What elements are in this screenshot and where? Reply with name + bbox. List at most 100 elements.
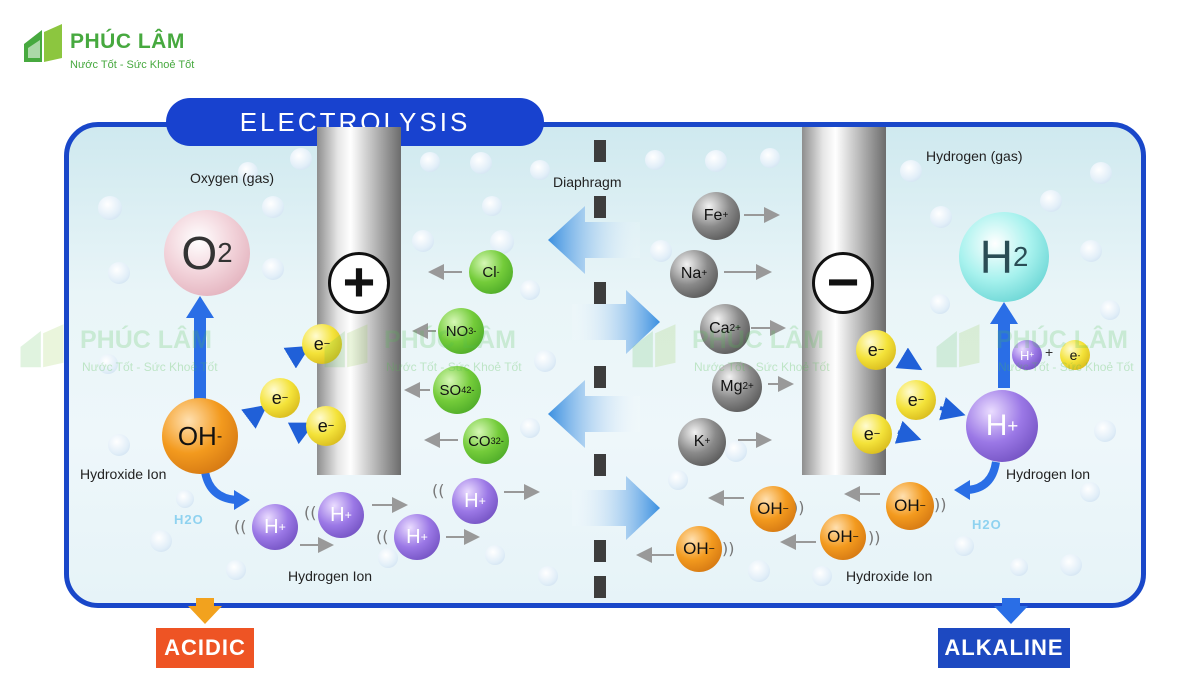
watermark: PHÚC LÂM Nước Tốt - Sức Khoẻ Tốt (318, 322, 558, 382)
diaphragm-label: Diaphragm (553, 174, 622, 190)
hplus-electron-pair: H+ + e- (1012, 338, 1096, 370)
diaphragm-segment (594, 282, 606, 304)
bubble (1100, 300, 1120, 320)
watermark-logo-icon (632, 324, 676, 368)
bubble (520, 280, 540, 300)
hydrogen-ion: H+ (252, 504, 298, 550)
bubble (108, 434, 130, 456)
alkaline-output-badge: ALKALINE (938, 628, 1070, 668)
bubble (378, 548, 398, 568)
bubble (226, 560, 246, 580)
bubble (748, 560, 770, 582)
hydrogen-ion-main: H+ (966, 390, 1038, 462)
acidic-output-badge: ACIDIC (156, 628, 254, 668)
electron: e− (856, 330, 896, 370)
big-right-arrow-2 (572, 476, 660, 540)
watermark-name: PHÚC LÂM (384, 326, 516, 354)
watermark-name: PHÚC LÂM (692, 326, 824, 354)
bubble (108, 262, 130, 284)
watermark: PHÚC LÂM Nước Tốt - Sức Khoẻ Tốt (930, 322, 1170, 382)
small-electron: e- (1060, 340, 1090, 370)
hydroxide-ion: OH− (886, 482, 934, 530)
oxygen-gas-label: Oxygen (gas) (190, 170, 275, 186)
hydrogen-ion-label-left: Hydrogen Ion (288, 568, 373, 584)
svg-text:((: (( (376, 527, 388, 546)
watermark-tagline: Nước Tốt - Sức Khoẻ Tốt (386, 360, 522, 374)
diaphragm-segment (594, 454, 606, 476)
brand-logo-icon (24, 24, 62, 62)
svg-text:((: (( (304, 503, 316, 522)
bubble (1040, 190, 1062, 212)
watermark-name: PHÚC LÂM (80, 326, 212, 354)
bubble (262, 258, 284, 280)
bubble (1094, 420, 1116, 442)
hydroxide-ion: OH− (676, 526, 722, 572)
watermark-logo-icon (20, 324, 64, 368)
diaphragm-segment (594, 140, 606, 162)
big-right-arrow-1 (572, 290, 660, 354)
watermark-name: PHÚC LÂM (996, 326, 1128, 354)
diaphragm-segment (594, 540, 606, 562)
svg-text:((: (( (234, 517, 246, 536)
bubble (1060, 554, 1082, 576)
bubble (530, 160, 550, 180)
bubble (98, 354, 118, 374)
bubble (954, 536, 974, 556)
bubble (760, 148, 780, 168)
hydrogen-ion-label-right: Hydrogen Ion (1006, 466, 1091, 482)
diaphragm-segment (594, 196, 606, 218)
bubble (645, 150, 665, 170)
electron: e− (260, 378, 300, 418)
bubble (1010, 558, 1028, 576)
bubble (176, 490, 194, 508)
h2o-label-left: H2O (174, 512, 204, 527)
bubble (650, 240, 672, 262)
bubble (485, 545, 505, 565)
bubble (930, 206, 952, 228)
diaphragm-segment (594, 366, 606, 388)
bubble (420, 152, 440, 172)
anion-chloride: Cl- (469, 250, 513, 294)
plus-symbol: + (1045, 344, 1054, 360)
hydroxide-ion-label-left: Hydroxide Ion (80, 466, 167, 482)
hydroxide-ion: OH− (820, 514, 866, 560)
bubble (812, 566, 832, 586)
hydroxide-ion: OH− (750, 486, 796, 532)
cation-potassium: K+ (678, 418, 726, 466)
small-hydrogen-ion: H+ (1012, 340, 1042, 370)
bubble (520, 418, 540, 438)
bubble (98, 196, 122, 220)
electron: e− (306, 406, 346, 446)
bubble (238, 162, 258, 182)
hydroxide-ion-label-right: Hydroxide Ion (846, 568, 933, 584)
diaphragm-segment (594, 576, 606, 598)
watermark: PHÚC LÂM Nước Tốt - Sức Khoẻ Tốt (14, 322, 254, 382)
bubble (705, 150, 727, 172)
bubble (470, 152, 492, 174)
big-left-arrow-1 (548, 206, 640, 274)
cathode-minus-sign: − (812, 252, 874, 314)
h2o-label-right: H2O (972, 517, 1002, 532)
bubble (482, 196, 502, 216)
hydroxide-ion-main: OH- (162, 398, 238, 474)
bubble (150, 530, 172, 552)
hydrogen-ion: H+ (394, 514, 440, 560)
bubble (538, 566, 558, 586)
bubble (1080, 482, 1100, 502)
watermark-logo-icon (936, 324, 980, 368)
bubble (900, 160, 922, 182)
bubble (1080, 240, 1102, 262)
bubble (1090, 162, 1112, 184)
electron: e− (852, 414, 892, 454)
bubble (930, 294, 950, 314)
brand-name: PHÚC LÂM (70, 30, 185, 53)
bubble (534, 350, 556, 372)
watermark-tagline: Nước Tốt - Sức Khoẻ Tốt (998, 360, 1134, 374)
